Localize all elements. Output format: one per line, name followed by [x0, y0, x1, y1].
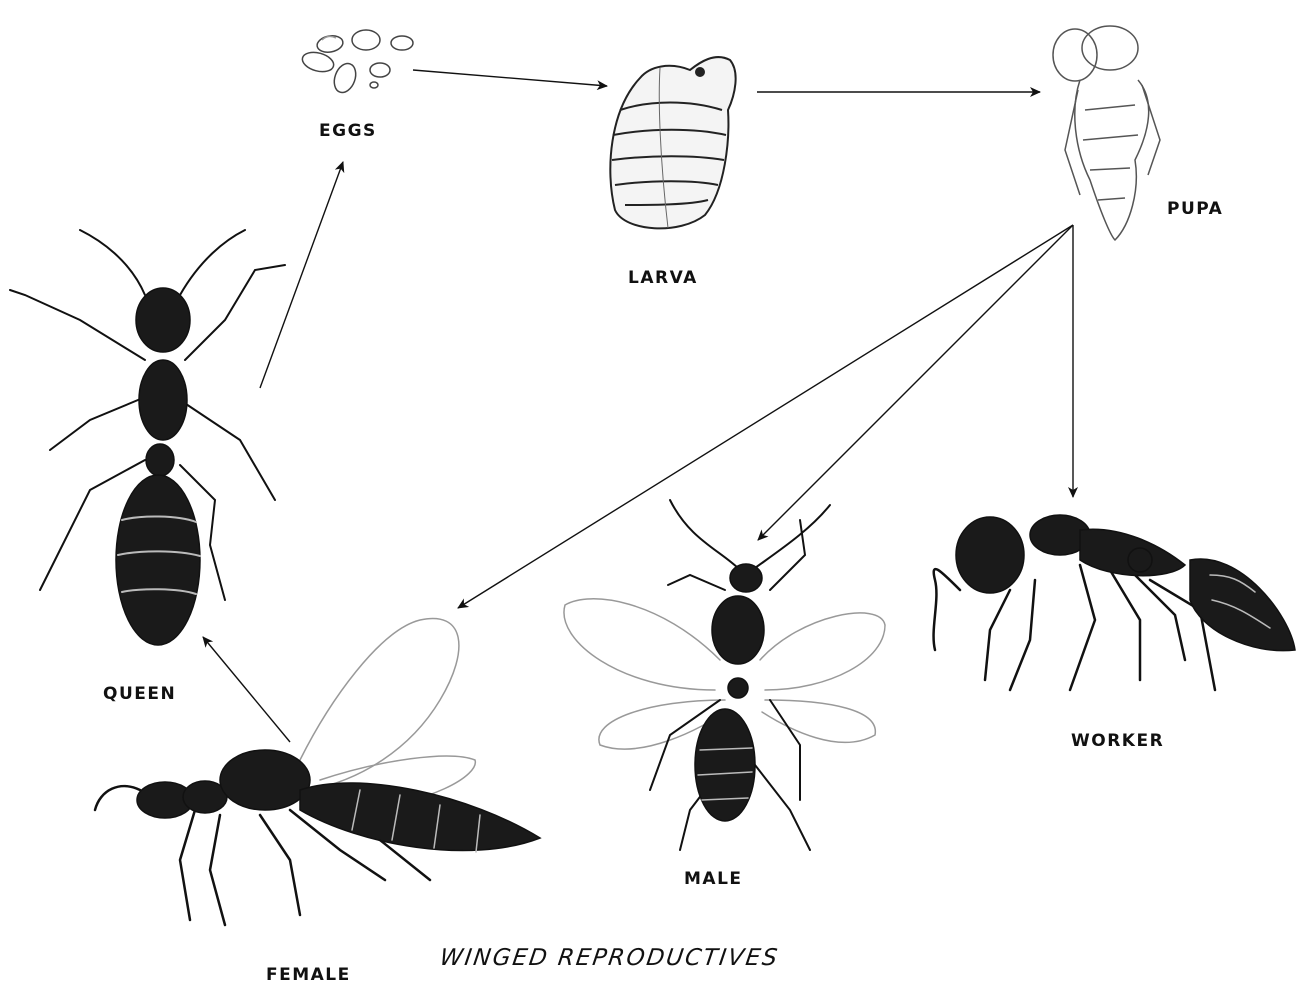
arrow-queen-to-eggs: [260, 162, 343, 388]
worker-label: WORKER: [1071, 731, 1164, 751]
larva-label: LARVA: [628, 268, 698, 288]
female-winged-ant-drawing: [95, 618, 540, 925]
female-label: FEMALE: [266, 965, 351, 985]
queen-ant-drawing: [10, 230, 285, 645]
eggs-label: EGGS: [319, 121, 377, 141]
arrow-female-to-queen: [203, 637, 290, 742]
pupa-label: PUPA: [1167, 199, 1223, 219]
larva-drawing: [610, 57, 735, 228]
arrow-pupa-to-male: [758, 225, 1073, 540]
queen-label: QUEEN: [103, 684, 176, 704]
arrow-eggs-to-larva: [413, 70, 607, 86]
male-winged-ant-drawing: [564, 500, 885, 850]
eggs-drawing: [300, 30, 413, 96]
pupa-drawing: [1053, 26, 1160, 240]
worker-ant-drawing: [934, 515, 1295, 690]
male-label: MALE: [684, 869, 743, 889]
winged-reproductives-caption: WINGED REPRODUCTIVES: [438, 945, 781, 971]
